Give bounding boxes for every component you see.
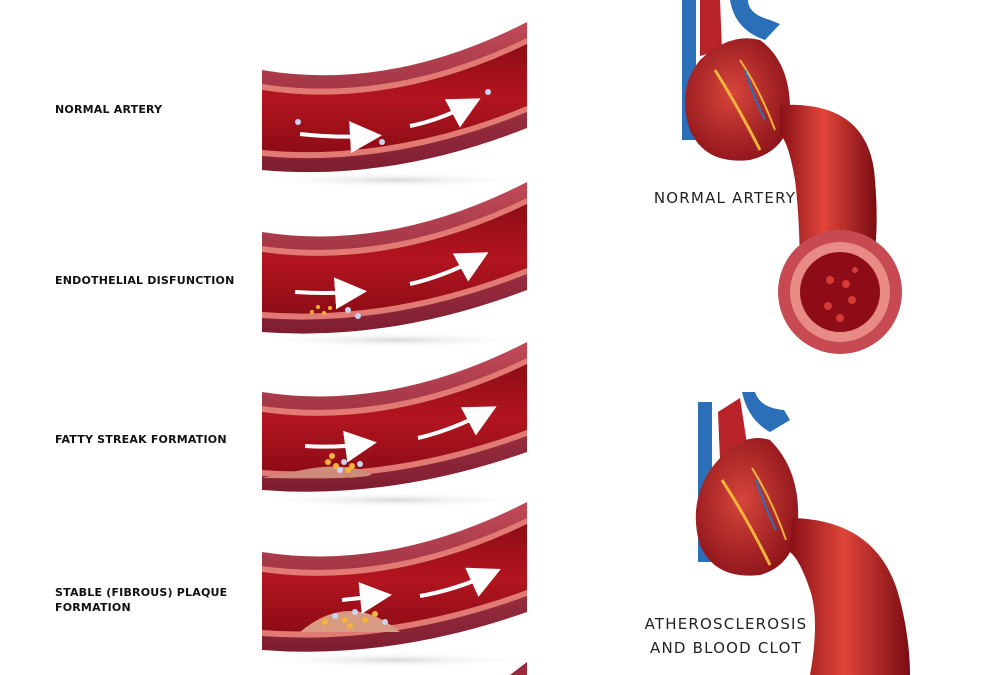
- flow-arrow: [299, 121, 382, 154]
- vessel-fibrous-plaque: [255, 502, 535, 668]
- artery-lumen: [800, 252, 880, 332]
- stage-label-fibrous-plaque-line1: STABLE (FIBROUS) PLAQUE: [55, 586, 228, 599]
- caption-atherosclerosis: ATHEROSCLEROSIS AND BLOOD CLOT: [636, 612, 816, 660]
- stage-label-normal-artery: NORMAL ARTERY: [55, 103, 163, 116]
- heart-atherosclerosis: [695, 392, 910, 675]
- flow-arrow: [304, 430, 377, 463]
- flow-arrow: [409, 98, 481, 128]
- artery-tube: [790, 518, 910, 675]
- stage-label-fibrous-plaque: STABLE (FIBROUS) PLAQUE FORMATION: [55, 585, 227, 615]
- vessel-fatty-streak: [255, 342, 535, 508]
- stage-label-fibrous-plaque-line2: FORMATION: [55, 601, 131, 614]
- stage-label-fatty-streak: FATTY STREAK FORMATION: [55, 433, 227, 446]
- flow-arrow: [294, 277, 367, 310]
- vessel-endothelial-dysfunction: [255, 182, 535, 348]
- flow-arrow: [419, 567, 501, 598]
- caption-atherosclerosis-line1: ATHEROSCLEROSIS: [644, 615, 808, 633]
- vessel-normal: [255, 22, 535, 188]
- plaque-contents: [322, 609, 388, 629]
- heart-normal: [682, 0, 902, 354]
- caption-atherosclerosis-line2: AND BLOOD CLOT: [650, 639, 802, 657]
- fatty-deposit: [325, 453, 363, 473]
- flow-arrow: [341, 582, 392, 614]
- flow-arrow: [417, 406, 497, 440]
- flow-arrow: [409, 252, 489, 286]
- stage-label-endothelial-dysfunction: ENDOTHELIAL DISFUNCTION: [55, 274, 235, 287]
- caption-normal-artery: NORMAL ARTERY: [653, 189, 797, 207]
